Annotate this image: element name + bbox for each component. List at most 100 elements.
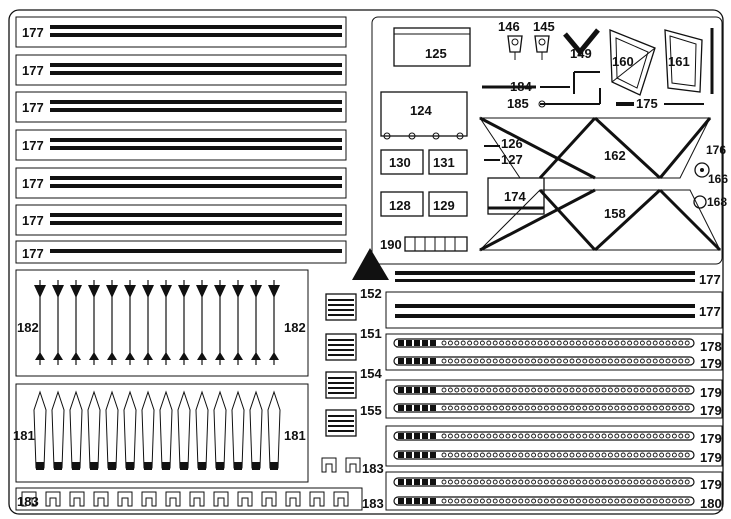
chain-link — [447, 358, 453, 364]
chain-link — [588, 498, 594, 504]
chain-link — [671, 405, 677, 411]
chain-link — [531, 433, 537, 439]
chain-link — [620, 405, 626, 411]
chain-link — [537, 452, 543, 458]
chain-link — [639, 498, 645, 504]
chain-link — [454, 433, 460, 439]
panel-182: 182 182 — [15, 269, 309, 377]
chain-link — [569, 405, 575, 411]
chain-link — [473, 452, 479, 458]
chain-link — [633, 498, 639, 504]
chain-link — [601, 358, 607, 364]
chain-link — [665, 405, 671, 411]
chain-link — [607, 405, 613, 411]
chain-link — [601, 387, 607, 393]
label-146: 146 — [498, 19, 520, 34]
chain-link — [556, 479, 562, 485]
chain-link — [614, 358, 620, 364]
chain-link — [518, 405, 524, 411]
chain-link — [575, 498, 581, 504]
chain-link — [556, 340, 562, 346]
chain-link — [678, 340, 684, 346]
chain-link — [633, 387, 639, 393]
part-162: 162 — [479, 116, 712, 180]
chain-link — [569, 358, 575, 364]
chain-link — [627, 340, 633, 346]
strip-177-5: 177 — [15, 167, 347, 199]
chain-link — [518, 358, 524, 364]
chain-link — [620, 479, 626, 485]
label-152: 152 — [360, 286, 382, 301]
chain-link — [575, 405, 581, 411]
chain-link — [659, 498, 665, 504]
chain-link — [671, 452, 677, 458]
chain-link — [665, 358, 671, 364]
chain-link — [447, 479, 453, 485]
label-183-right: 183 — [362, 496, 384, 511]
chain-link — [499, 498, 505, 504]
chain-link — [639, 433, 645, 439]
label-162: 162 — [604, 148, 626, 163]
chain-link — [511, 358, 517, 364]
chain-link — [620, 340, 626, 346]
chain-link — [537, 498, 543, 504]
strip-group-177-left: 177 177 177 177 177 — [15, 16, 347, 264]
chain-link — [563, 387, 569, 393]
chain-link — [633, 479, 639, 485]
chain-link — [543, 498, 549, 504]
label-131: 131 — [433, 155, 455, 170]
chain-link — [492, 452, 498, 458]
part-149: 149 — [563, 28, 600, 61]
chain-block — [422, 340, 428, 346]
chain-link — [607, 498, 613, 504]
chain-block — [406, 358, 412, 364]
chain-link — [543, 433, 549, 439]
chain-link — [671, 479, 677, 485]
chain-block — [406, 498, 412, 504]
chain-link — [556, 452, 562, 458]
label-130: 130 — [389, 155, 411, 170]
chain-link — [569, 433, 575, 439]
chain-link — [633, 358, 639, 364]
chain-block — [414, 452, 420, 458]
chain-block — [430, 387, 436, 393]
part-128: 128 — [380, 191, 424, 217]
chain-block — [430, 405, 436, 411]
chain-link — [441, 452, 447, 458]
label-179: 179 — [700, 385, 722, 400]
chain-block — [398, 479, 404, 485]
chain-link — [671, 498, 677, 504]
chain-block — [398, 387, 404, 393]
chain-block — [430, 452, 436, 458]
chain-link — [607, 479, 613, 485]
chain-track — [393, 431, 695, 441]
chain-link — [518, 340, 524, 346]
strip-177-6: 177 — [15, 204, 347, 236]
chain-block — [414, 433, 420, 439]
part-151: 151 — [325, 326, 382, 361]
label-160: 160 — [612, 54, 634, 69]
chain-link — [652, 387, 658, 393]
chain-block — [414, 358, 420, 364]
chain-link — [652, 479, 658, 485]
chain-link — [550, 498, 556, 504]
chain-block — [422, 452, 428, 458]
label-177: 177 — [22, 25, 44, 40]
strip-177-1: 177 — [15, 16, 347, 48]
label-177: 177 — [22, 213, 44, 228]
chain-block — [430, 433, 436, 439]
chain-block — [422, 387, 428, 393]
chain-link — [588, 358, 594, 364]
chain-block — [398, 405, 404, 411]
chain-link — [505, 405, 511, 411]
chain-block — [414, 405, 420, 411]
chain-link — [614, 498, 620, 504]
chain-link — [671, 340, 677, 346]
chain-track — [393, 477, 695, 487]
part-124: 124 — [380, 91, 468, 140]
chain-link — [646, 452, 652, 458]
chain-link — [652, 340, 658, 346]
chain-link — [563, 452, 569, 458]
chain-link — [678, 452, 684, 458]
tread-row-182 — [34, 280, 280, 365]
